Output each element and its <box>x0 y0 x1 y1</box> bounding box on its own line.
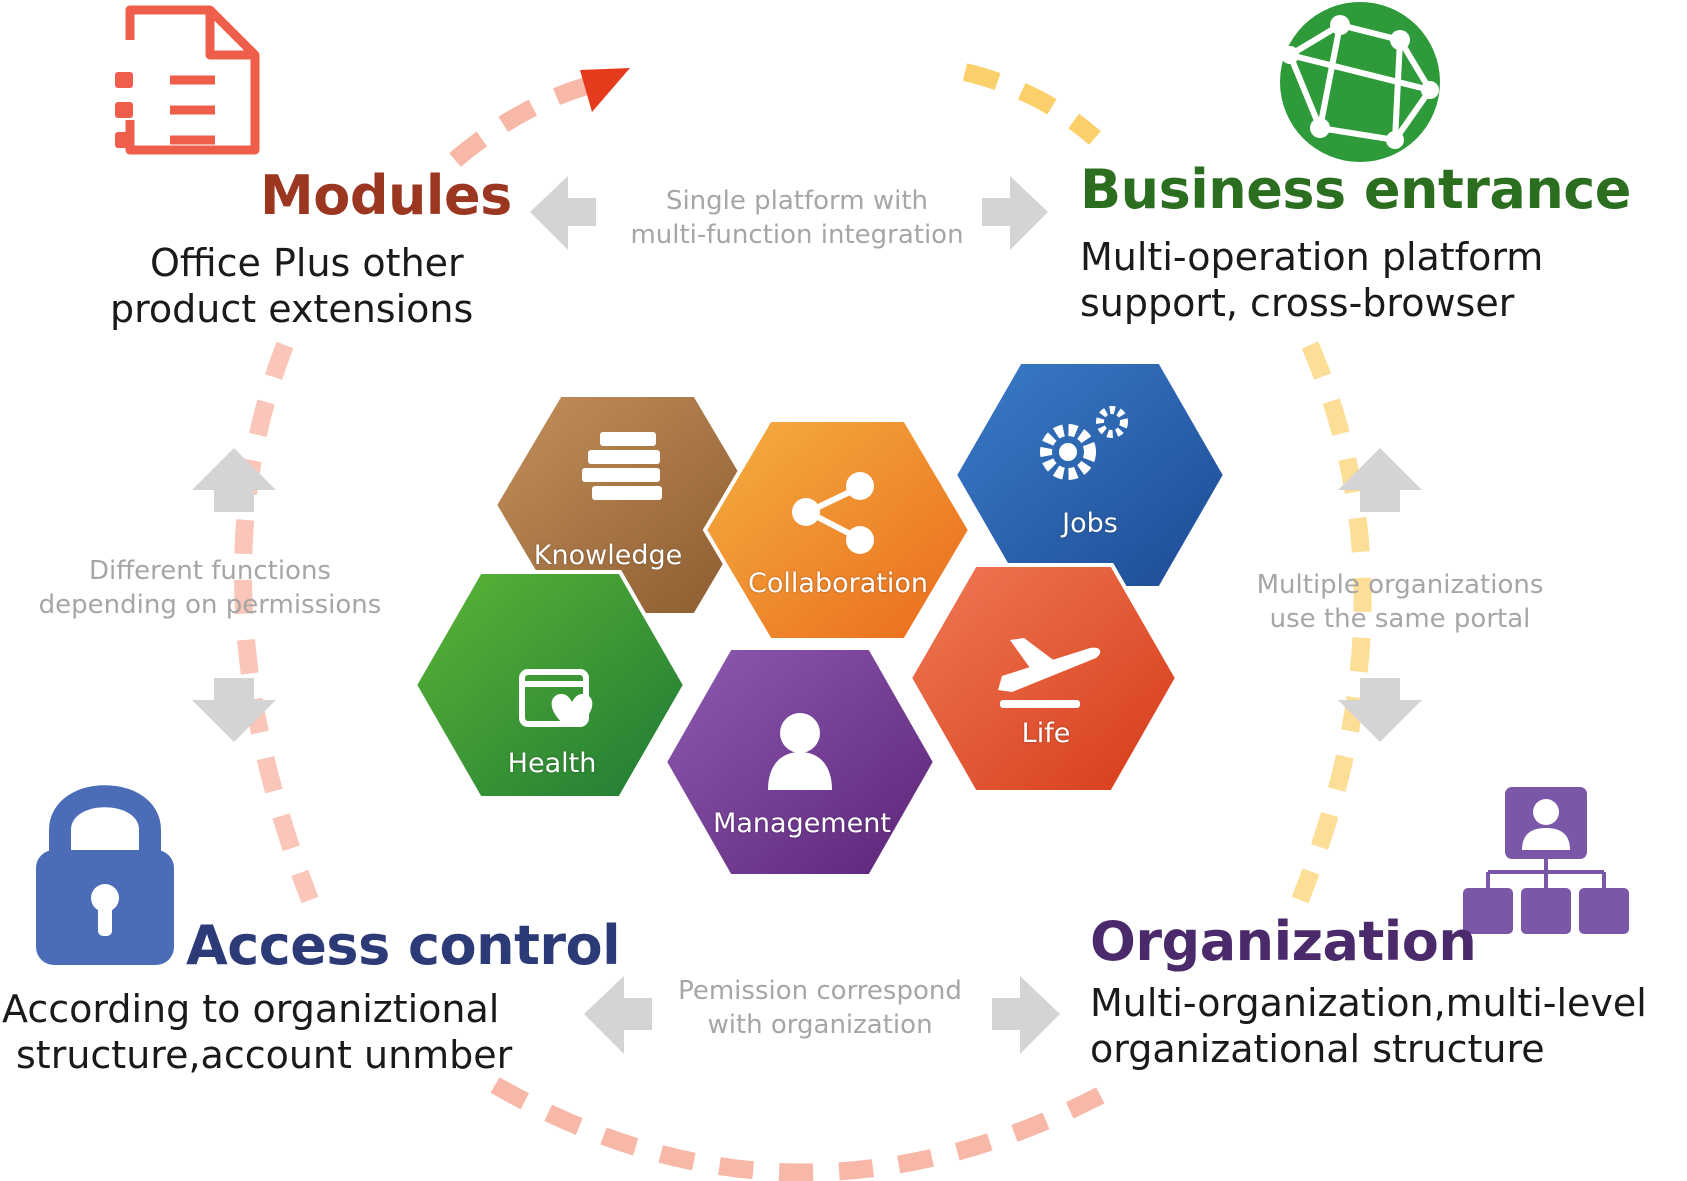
ring-segment-top-right <box>962 63 1101 145</box>
arrow-left-up <box>192 448 276 512</box>
document-list-icon <box>125 5 260 155</box>
connector-arrows <box>192 176 1422 1054</box>
airplane-icon <box>998 638 1101 708</box>
org-chart-icon <box>1463 787 1629 934</box>
gears-icon <box>1040 406 1128 480</box>
connector-right-line1: Multiple organizations <box>1256 570 1544 600</box>
connector-left-line2: depending on permissions <box>38 590 382 620</box>
padlock-icon <box>36 785 174 965</box>
connector-bottom-line2: with organization <box>707 1010 933 1040</box>
connector-left-line1: Different functions <box>89 556 331 586</box>
arrow-right-up <box>1338 448 1422 512</box>
globe-network-icon <box>1280 2 1440 162</box>
connector-right-line2: use the same portal <box>1269 604 1531 634</box>
modules-desc-line2: product extensions <box>110 287 474 331</box>
connector-bottom-line1: Pemission correspond <box>678 976 962 1006</box>
modules-desc-line1: Office Plus other <box>150 241 464 285</box>
connector-top-line1: Single platform with <box>665 186 929 216</box>
arrow-top-right <box>982 176 1048 250</box>
hexagon-jobs <box>952 360 1228 590</box>
ring-arrowhead <box>580 68 630 112</box>
business-entrance-desc-line2: support, cross-browser <box>1080 281 1515 325</box>
connector-bottom-caption: Pemission correspond with organization <box>650 974 990 1042</box>
organization-desc-line2: organizational structure <box>1090 1027 1545 1071</box>
business-entrance-desc-line1: Multi-operation platform <box>1080 235 1544 279</box>
organization-desc-line1: Multi-organization,multi-level <box>1090 981 1647 1025</box>
hexagon-cluster <box>412 360 1228 878</box>
modules-title: Modules <box>260 164 512 227</box>
hex-label-jobs: Jobs <box>1062 508 1118 539</box>
dashed-ring <box>234 63 1372 1181</box>
access-control-desc-line1: According to organiztional <box>2 987 500 1031</box>
arrow-top-left <box>530 176 596 250</box>
connector-left-caption: Different functions depending on permiss… <box>20 554 400 622</box>
organization-title: Organization <box>1090 910 1477 973</box>
ring-segment-right <box>1291 341 1372 904</box>
connector-top-line2: multi-function integration <box>630 220 964 250</box>
heart-card-icon <box>519 669 593 727</box>
hex-label-life: Life <box>1021 718 1071 749</box>
access-control-desc-line2: structure,account unmber <box>16 1033 513 1077</box>
books-icon <box>582 432 662 500</box>
ring-segment-top-left <box>449 76 593 167</box>
arrow-bottom-left <box>584 976 652 1054</box>
share-icon <box>792 472 874 554</box>
ring-segment-bottom <box>490 1077 1125 1181</box>
arrow-right-down <box>1338 678 1422 742</box>
hex-label-management: Management <box>713 808 891 839</box>
connector-top-caption: Single platform with multi-function inte… <box>612 184 982 252</box>
document-list-bullets <box>115 72 133 148</box>
connector-right-caption: Multiple organizations use the same port… <box>1220 568 1580 636</box>
arrow-bottom-right <box>992 976 1060 1054</box>
access-control-title: Access control <box>186 914 621 977</box>
user-icon <box>768 713 832 790</box>
business-entrance-title: Business entrance <box>1080 158 1631 221</box>
arrow-left-down <box>192 678 276 742</box>
ring-segment-left <box>234 341 319 904</box>
hex-label-knowledge: Knowledge <box>533 540 683 571</box>
hex-label-collaboration: Collaboration <box>748 568 928 599</box>
hex-label-health: Health <box>507 748 597 779</box>
